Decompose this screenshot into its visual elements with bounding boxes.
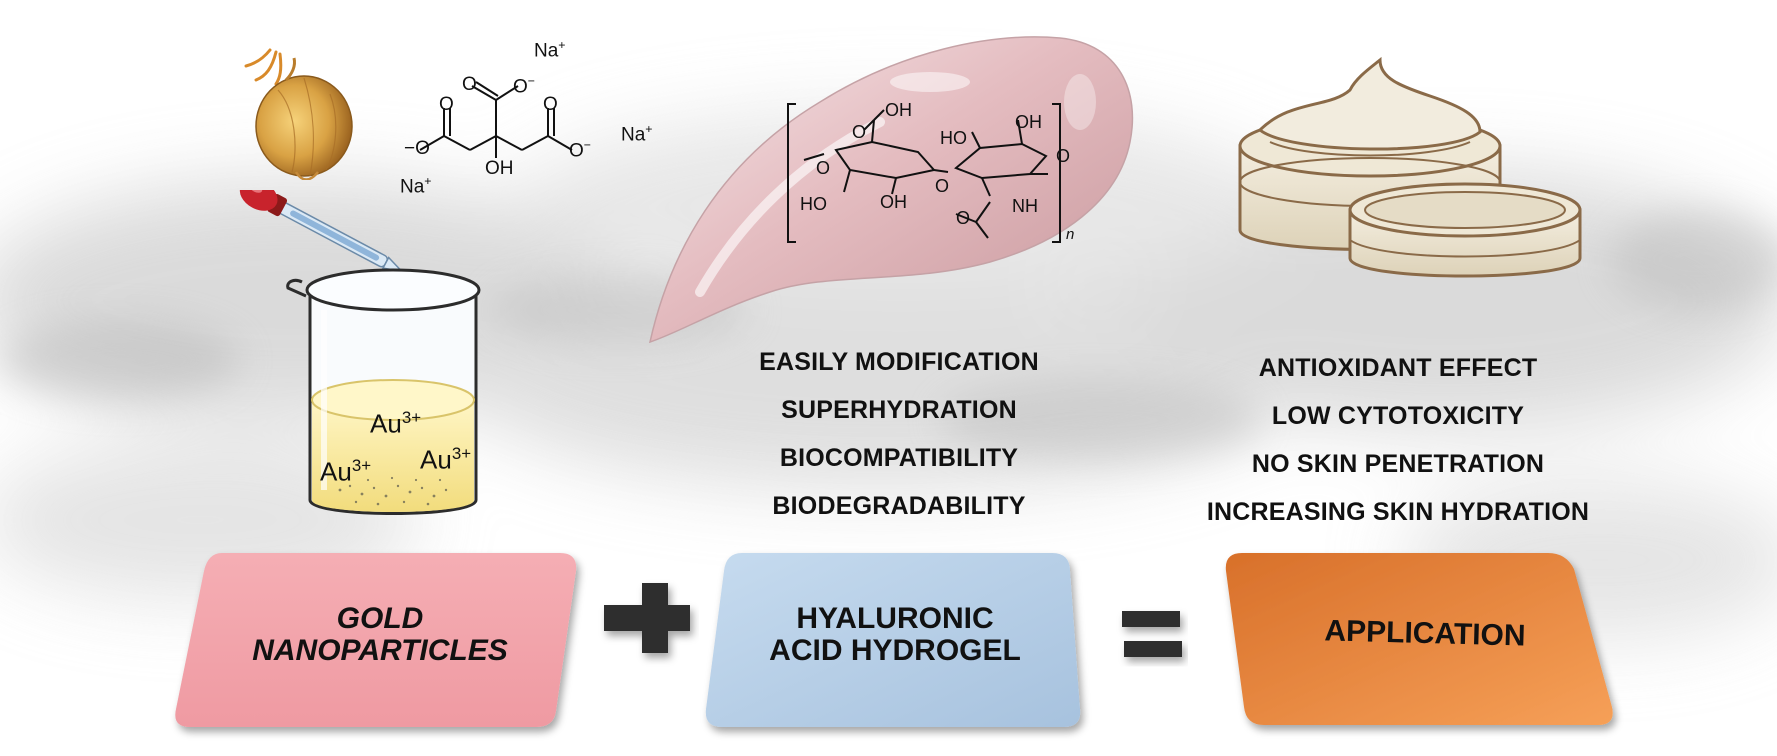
onion-icon — [244, 48, 353, 180]
citrate-na-top: Na+ — [534, 38, 566, 62]
citrate-oh: OH — [485, 158, 514, 179]
hyaluronic-acid-hydrogel-box — [705, 553, 1081, 727]
application-box — [1225, 553, 1613, 725]
citrate-o-carbonyl-right: O — [543, 94, 558, 115]
equals-icon — [1122, 611, 1182, 657]
equation-boxes — [175, 553, 1613, 727]
plus-icon — [604, 583, 690, 653]
beaker-icon — [286, 268, 481, 515]
citrate-na-right: Na+ — [621, 122, 653, 146]
ha-ho-ring1: HO — [800, 194, 827, 214]
ha-o-acetyl: O — [956, 208, 971, 228]
ha-o-glycosidic: O — [935, 176, 950, 196]
au-ion-top: Au3+ — [370, 408, 422, 439]
citrate-o-carbonyl-mid: O — [462, 74, 477, 95]
au-ion-left: Au3+ — [320, 456, 372, 487]
application-property-2: LOW CYTOTOXICITY — [1271, 402, 1525, 430]
hyaluronan-structure — [787, 103, 1061, 243]
ha-ho-ring2: HO — [940, 128, 967, 148]
citrate-na-bottom: Na+ — [400, 174, 432, 198]
ha-o-linker-left: O — [816, 158, 831, 178]
au-ion-right: Au3+ — [420, 444, 472, 475]
gold-nanoparticles-label: GOLD NANOPARTICLES — [252, 602, 508, 667]
citrate-o-anion-left: −O — [404, 138, 430, 159]
gel-smear-icon — [648, 36, 1134, 344]
ha-nh: NH — [1012, 196, 1038, 216]
ha-o-ring2: O — [1056, 146, 1071, 166]
application-property-3: NO SKIN PENETRATION — [1251, 450, 1545, 478]
ha-repeat-n: n — [1066, 226, 1075, 243]
cream-jar-icon — [1238, 56, 1582, 278]
ha-o-carbonyl: O — [852, 122, 867, 142]
application-property-4: INCREASING SKIN HYDRATION — [1206, 498, 1590, 526]
sodium-citrate-structure — [419, 81, 573, 158]
application-property-1: ANTIOXIDANT EFFECT — [1258, 354, 1538, 382]
gold-nanoparticles-box — [175, 553, 577, 727]
citrate-o-anion-mid: O− — [513, 74, 535, 98]
hyaluronic-acid-hydrogel-label: HYALURONIC ACID HYDROGEL — [769, 602, 1021, 667]
hydrogel-property-1: EASILY MODIFICATION — [759, 348, 1039, 376]
citrate-o-carbonyl-left: O — [439, 94, 454, 115]
ha-oh-ring1: OH — [880, 192, 907, 212]
hydrogel-property-2: SUPERHYDRATION — [781, 396, 1017, 424]
ha-oh-carboxyl: OH — [885, 100, 912, 120]
hydrogel-property-3: BIOCOMPATIBILITY — [779, 444, 1019, 472]
citrate-o-anion-right: O− — [569, 138, 591, 162]
hydrogel-property-4: BIODEGRADABILITY — [772, 492, 1026, 520]
ha-oh-ring2: OH — [1015, 112, 1042, 132]
